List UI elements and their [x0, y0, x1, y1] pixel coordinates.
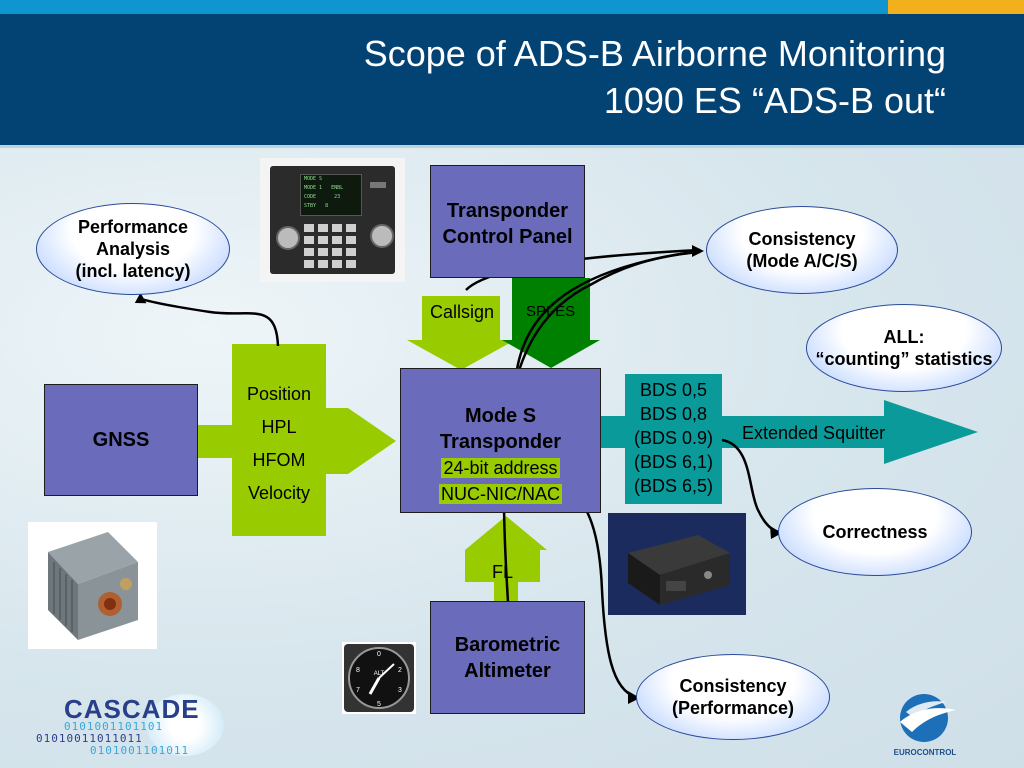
svg-text:7: 7 [356, 687, 360, 694]
eurocontrol-emblem-icon [900, 694, 956, 742]
velocity-label: Velocity [247, 483, 311, 503]
position-label: Position [246, 384, 312, 404]
ellipse-text: Performance [77, 217, 189, 237]
altimeter-icon: 0 2 3 8 7 5 ALT [344, 644, 414, 712]
panel-display-line: STBY 8 [304, 203, 329, 209]
knob-icon [370, 224, 394, 248]
callsign-label: Callsign [430, 302, 495, 322]
altimeter-label: ALT [374, 671, 385, 677]
barometric-altimeter-box: Barometric Altimeter [430, 601, 585, 714]
cascade-binary-line: 0101001101011 [90, 744, 190, 757]
position-arrow [198, 344, 396, 536]
hfom-label: HFOM [252, 450, 306, 470]
ellipse-text: “counting” statistics [815, 349, 993, 369]
bds-item: (BDS 0.9) [633, 428, 714, 448]
transponder-control-panel-box: Transponder Control Panel [430, 165, 585, 278]
title-line-1: Scope of ADS-B Airborne Monitoring [363, 33, 946, 74]
cascade-logo: CASCADE 0101001101101 01010011011011 010… [36, 692, 236, 762]
callsign-arrow [407, 296, 515, 370]
panel-display-line: MODE 1 ENBL [304, 185, 344, 191]
panel-display-line: MODE S [304, 176, 323, 182]
panel-display-line: CODE 23 [304, 194, 341, 200]
header-band [0, 14, 1024, 145]
gnss-receiver-icon [48, 532, 138, 640]
title-line-2: 1090 ES “ADS-B out“ [603, 80, 946, 121]
ellipse-text: (Mode A/C/S) [746, 251, 858, 271]
switch-icon [370, 182, 386, 188]
bds-labels: BDS 0,5 BDS 0,8 (BDS 0.9) (BDS 6,1) (BDS… [625, 378, 722, 498]
gnss-box: GNSS [44, 384, 198, 496]
curve-to-performance [137, 296, 280, 347]
transponder-nuc-nic-nac: NUC-NIC/NAC [439, 484, 562, 504]
transponder-label-line1: Mode S [464, 405, 537, 427]
svg-text:0: 0 [377, 651, 381, 658]
cascade-binary-line: 01010011011011 [36, 732, 143, 745]
ellipse-text: ALL: [883, 327, 925, 347]
spi-es-arrow [502, 278, 600, 368]
top-color-bar [0, 0, 1024, 14]
hpl-label: HPL [261, 417, 297, 437]
transponder-unit-photo [608, 513, 746, 615]
keypad-icon [304, 222, 360, 268]
consistency-performance-ellipse: Consistency (Performance) [636, 654, 830, 740]
bds-item: (BDS 6,1) [633, 452, 714, 472]
transponder-24bit-address: 24-bit address [441, 458, 560, 478]
mode-s-transponder-box: Mode S Transponder 24-bit address NUC-NI… [400, 368, 601, 513]
gnss-label: GNSS [92, 429, 150, 451]
bds-item: BDS 0,8 [639, 404, 708, 424]
ellipse-text: Correctness [822, 522, 928, 542]
gnss-receiver-photo [28, 522, 157, 649]
tcp-label-line1: Transponder [446, 200, 569, 222]
baro-label-line1: Barometric [454, 634, 561, 656]
all-statistics-ellipse: ALL: “counting” statistics [806, 304, 1002, 392]
ellipse-text: Analysis [95, 239, 171, 259]
eurocontrol-wordmark: EUROCONTROL [893, 748, 957, 757]
svg-text:8: 8 [356, 667, 360, 674]
top-accent-bar [888, 0, 1024, 14]
extended-squitter-label: Extended Squitter [742, 423, 886, 443]
spi-es-label: SPI-ES [526, 303, 576, 320]
cascade-wordmark: CASCADE [64, 694, 200, 724]
ellipse-text: (incl. latency) [75, 261, 191, 281]
ellipse-text: (Performance) [671, 698, 795, 718]
transponder-unit-icon [608, 513, 746, 615]
tcp-label-line2: Control Panel [442, 226, 573, 248]
svg-text:5: 5 [377, 701, 381, 708]
control-panel-photo: MODE S MODE 1 ENBL CODE 23 STBY 8 [260, 158, 405, 282]
bds-item: BDS 0,5 [639, 380, 708, 400]
bds-panel [625, 374, 722, 504]
altimeter-photo: 0 2 3 8 7 5 ALT [342, 642, 416, 714]
svg-text:2: 2 [398, 667, 402, 674]
performance-analysis-ellipse: Performance Analysis (incl. latency) [36, 203, 230, 295]
transponder-label-line2: Transponder [439, 431, 562, 453]
ellipse-text: Consistency [679, 676, 787, 696]
ellipse-text: Consistency [748, 229, 856, 249]
header-divider [0, 145, 1024, 148]
position-arrow-labels: Position HPL HFOM Velocity [232, 378, 326, 510]
cascade-binary-line: 0101001101101 [64, 720, 164, 733]
consistency-mode-ellipse: Consistency (Mode A/C/S) [706, 206, 898, 294]
eurocontrol-logo: EUROCONTROL [886, 688, 964, 760]
bds-item: (BDS 6,5) [633, 476, 714, 496]
fl-label: FL [492, 562, 514, 582]
correctness-ellipse: Correctness [778, 488, 972, 576]
knob-icon [276, 226, 300, 250]
svg-text:3: 3 [398, 687, 402, 694]
baro-label-line2: Altimeter [464, 660, 551, 682]
